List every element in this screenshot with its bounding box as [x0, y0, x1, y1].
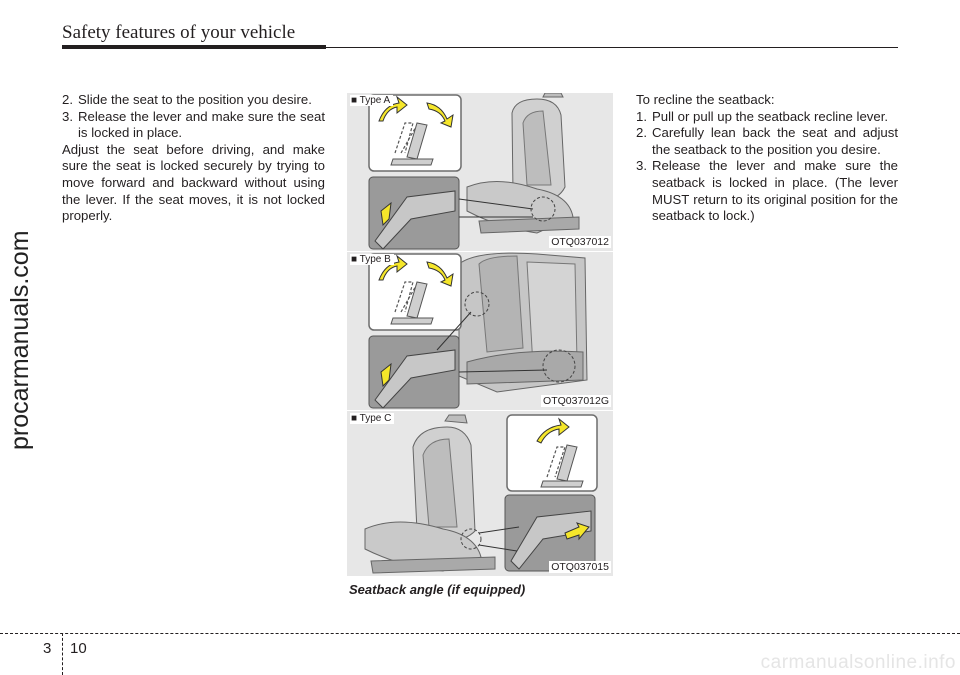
footer-chapter-number: 3 [43, 640, 52, 657]
type-label: ■ Type B [350, 254, 394, 265]
figure-code: OTQ037012G [541, 395, 611, 407]
step-text: Slide the seat to the position you desir… [78, 92, 312, 107]
figure-caption: Seatback angle (if equipped) [349, 582, 526, 597]
figure-code: OTQ037012 [549, 236, 611, 248]
step-number: 3. [62, 108, 73, 124]
step-text: Pull or pull up the seatback recline lev… [652, 108, 889, 124]
header-title: Safety features of your vehicle [62, 22, 296, 43]
step-number: 3. [636, 158, 647, 174]
footer-divider [62, 633, 63, 675]
figure-panel-type-a: ■ Type A OTQ037012 [347, 93, 613, 252]
left-column: 2. Slide the seat to the position you de… [62, 92, 325, 225]
figure-panel-type-c: ■ Type C OTQ037015 [347, 411, 613, 577]
step-number: 1. [636, 108, 647, 124]
seat-illustration-b [368, 252, 588, 409]
step-text: Release the lever and make sure the seat… [78, 108, 325, 141]
side-watermark: procarmanuals.com [6, 230, 34, 450]
step-number: 2. [636, 125, 647, 141]
step-item: 1. Pull or pull up the seatback recline … [636, 109, 898, 126]
seatback-figure: ■ Type A OTQ037012 ■ Type B [347, 93, 613, 577]
seat-illustration-a [368, 93, 580, 250]
step-item: 3. Release the lever and make sure the s… [636, 158, 898, 224]
step-text: Release the lever and make sure the seat… [652, 158, 898, 224]
step-item: 3. Release the lever and make sure the s… [62, 109, 325, 142]
step-item: 2. Carefully lean back the seat and adju… [636, 125, 898, 158]
step-number: 2. [62, 92, 73, 107]
right-column: To recline the seatback: 1. Pull or pull… [636, 92, 898, 225]
type-label: ■ Type A [350, 95, 394, 106]
footer-rule [0, 633, 960, 634]
step-text: Carefully lean back the seat and adjust … [652, 125, 898, 157]
figure-panel-type-b: ■ Type B OTQ037012G [347, 252, 613, 411]
intro-text: To recline the seatback: [636, 92, 775, 107]
type-label: ■ Type C [350, 413, 395, 424]
figure-code: OTQ037015 [549, 561, 611, 573]
step-item: 2. Slide the seat to the position you de… [62, 92, 325, 109]
header-rule-thin [326, 47, 898, 48]
footer-page-number: 10 [70, 640, 87, 657]
seat-illustration-c [364, 414, 598, 574]
bottom-watermark: carmanualsonline.info [760, 652, 956, 673]
body-paragraph: Adjust the seat before driving, and make… [62, 141, 325, 224]
header-rule-thick [62, 45, 326, 49]
